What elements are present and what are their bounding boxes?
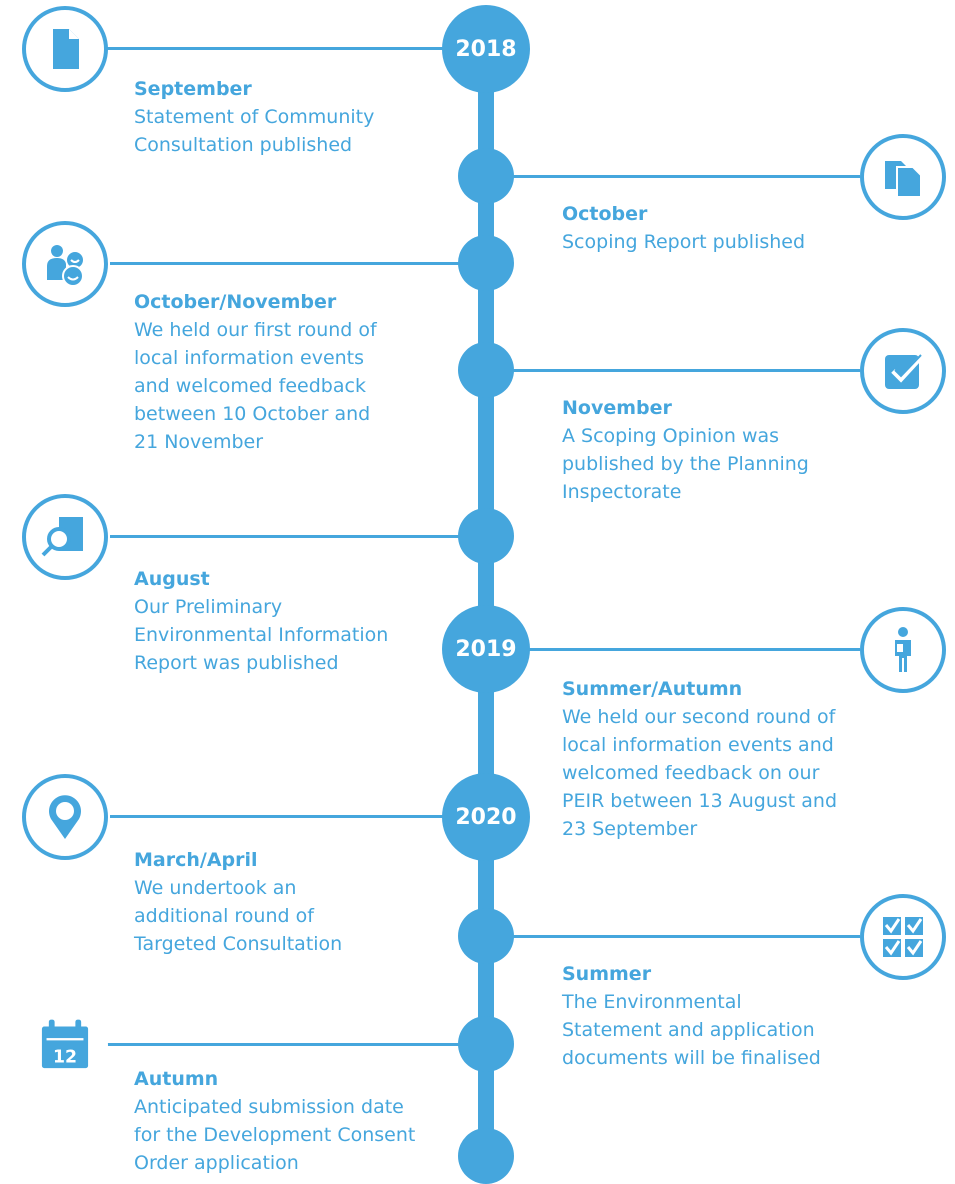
checkbox-icon <box>860 328 946 414</box>
connector-line <box>488 648 860 651</box>
event-autumn-2020: Autumn Anticipated submission date for t… <box>134 1065 464 1177</box>
event-description: We undertook an additional round of Targ… <box>134 877 343 955</box>
calendar-icon: 12 <box>22 1002 108 1088</box>
checklist-icon <box>860 894 946 980</box>
location-pin-icon <box>22 774 108 860</box>
event-description: Our Preliminary Environmental Informatio… <box>134 596 389 674</box>
connector-line <box>488 369 860 372</box>
timeline-dot <box>458 508 514 564</box>
connector-line <box>110 535 485 538</box>
people-icon <box>22 221 108 307</box>
event-september-2018: September Statement of Community Consult… <box>134 75 434 159</box>
event-title: Summer <box>562 963 652 985</box>
year-2020-marker: 2020 <box>442 773 530 861</box>
timeline-dot <box>458 1016 514 1072</box>
event-title: November <box>562 397 672 419</box>
event-title: Summer/Autumn <box>562 678 743 700</box>
event-description: Scoping Report published <box>562 231 806 253</box>
event-october-november-2018: October/November We held our first round… <box>134 288 444 456</box>
event-description: Statement of Community Consultation publ… <box>134 106 375 156</box>
event-october-2018: October Scoping Report published <box>562 200 892 256</box>
document-icon <box>22 6 108 92</box>
event-august-2019: August Our Preliminary Environmental Inf… <box>134 565 444 677</box>
event-description: We held our second round of local inform… <box>562 706 837 840</box>
event-description: We held our first round of local informa… <box>134 319 377 453</box>
timeline-dot <box>458 235 514 291</box>
event-title: March/April <box>134 849 258 871</box>
event-title: September <box>134 78 252 100</box>
magnify-document-icon <box>22 494 108 580</box>
event-title: Autumn <box>134 1068 219 1090</box>
connector-line <box>110 815 485 818</box>
event-march-april-2020: March/April We undertook an additional r… <box>134 846 444 958</box>
person-icon <box>860 607 946 693</box>
connector-line <box>104 47 484 50</box>
calendar-day: 12 <box>53 1047 77 1067</box>
event-summer-autumn-2019: Summer/Autumn We held our second round o… <box>562 675 902 843</box>
event-title: October/November <box>134 291 337 313</box>
event-description: Anticipated submission date for the Deve… <box>134 1096 416 1174</box>
timeline-spine <box>478 40 494 1150</box>
timeline-dot <box>458 342 514 398</box>
timeline-dot <box>458 148 514 204</box>
documents-icon <box>860 134 946 220</box>
connector-line <box>488 175 860 178</box>
connector-line <box>110 262 485 265</box>
event-description: The Environmental Statement and applicat… <box>562 991 821 1069</box>
timeline-dot <box>458 908 514 964</box>
event-title: August <box>134 568 210 590</box>
connector-line <box>488 935 860 938</box>
event-summer-2020: Summer The Environmental Statement and a… <box>562 960 892 1072</box>
year-2018-marker: 2018 <box>442 5 530 93</box>
event-description: A Scoping Opinion was published by the P… <box>562 425 809 503</box>
event-november-2018: November A Scoping Opinion was published… <box>562 394 892 506</box>
timeline-dot <box>458 1128 514 1184</box>
connector-line <box>100 1043 485 1046</box>
year-2019-marker: 2019 <box>442 605 530 693</box>
event-title: October <box>562 203 648 225</box>
